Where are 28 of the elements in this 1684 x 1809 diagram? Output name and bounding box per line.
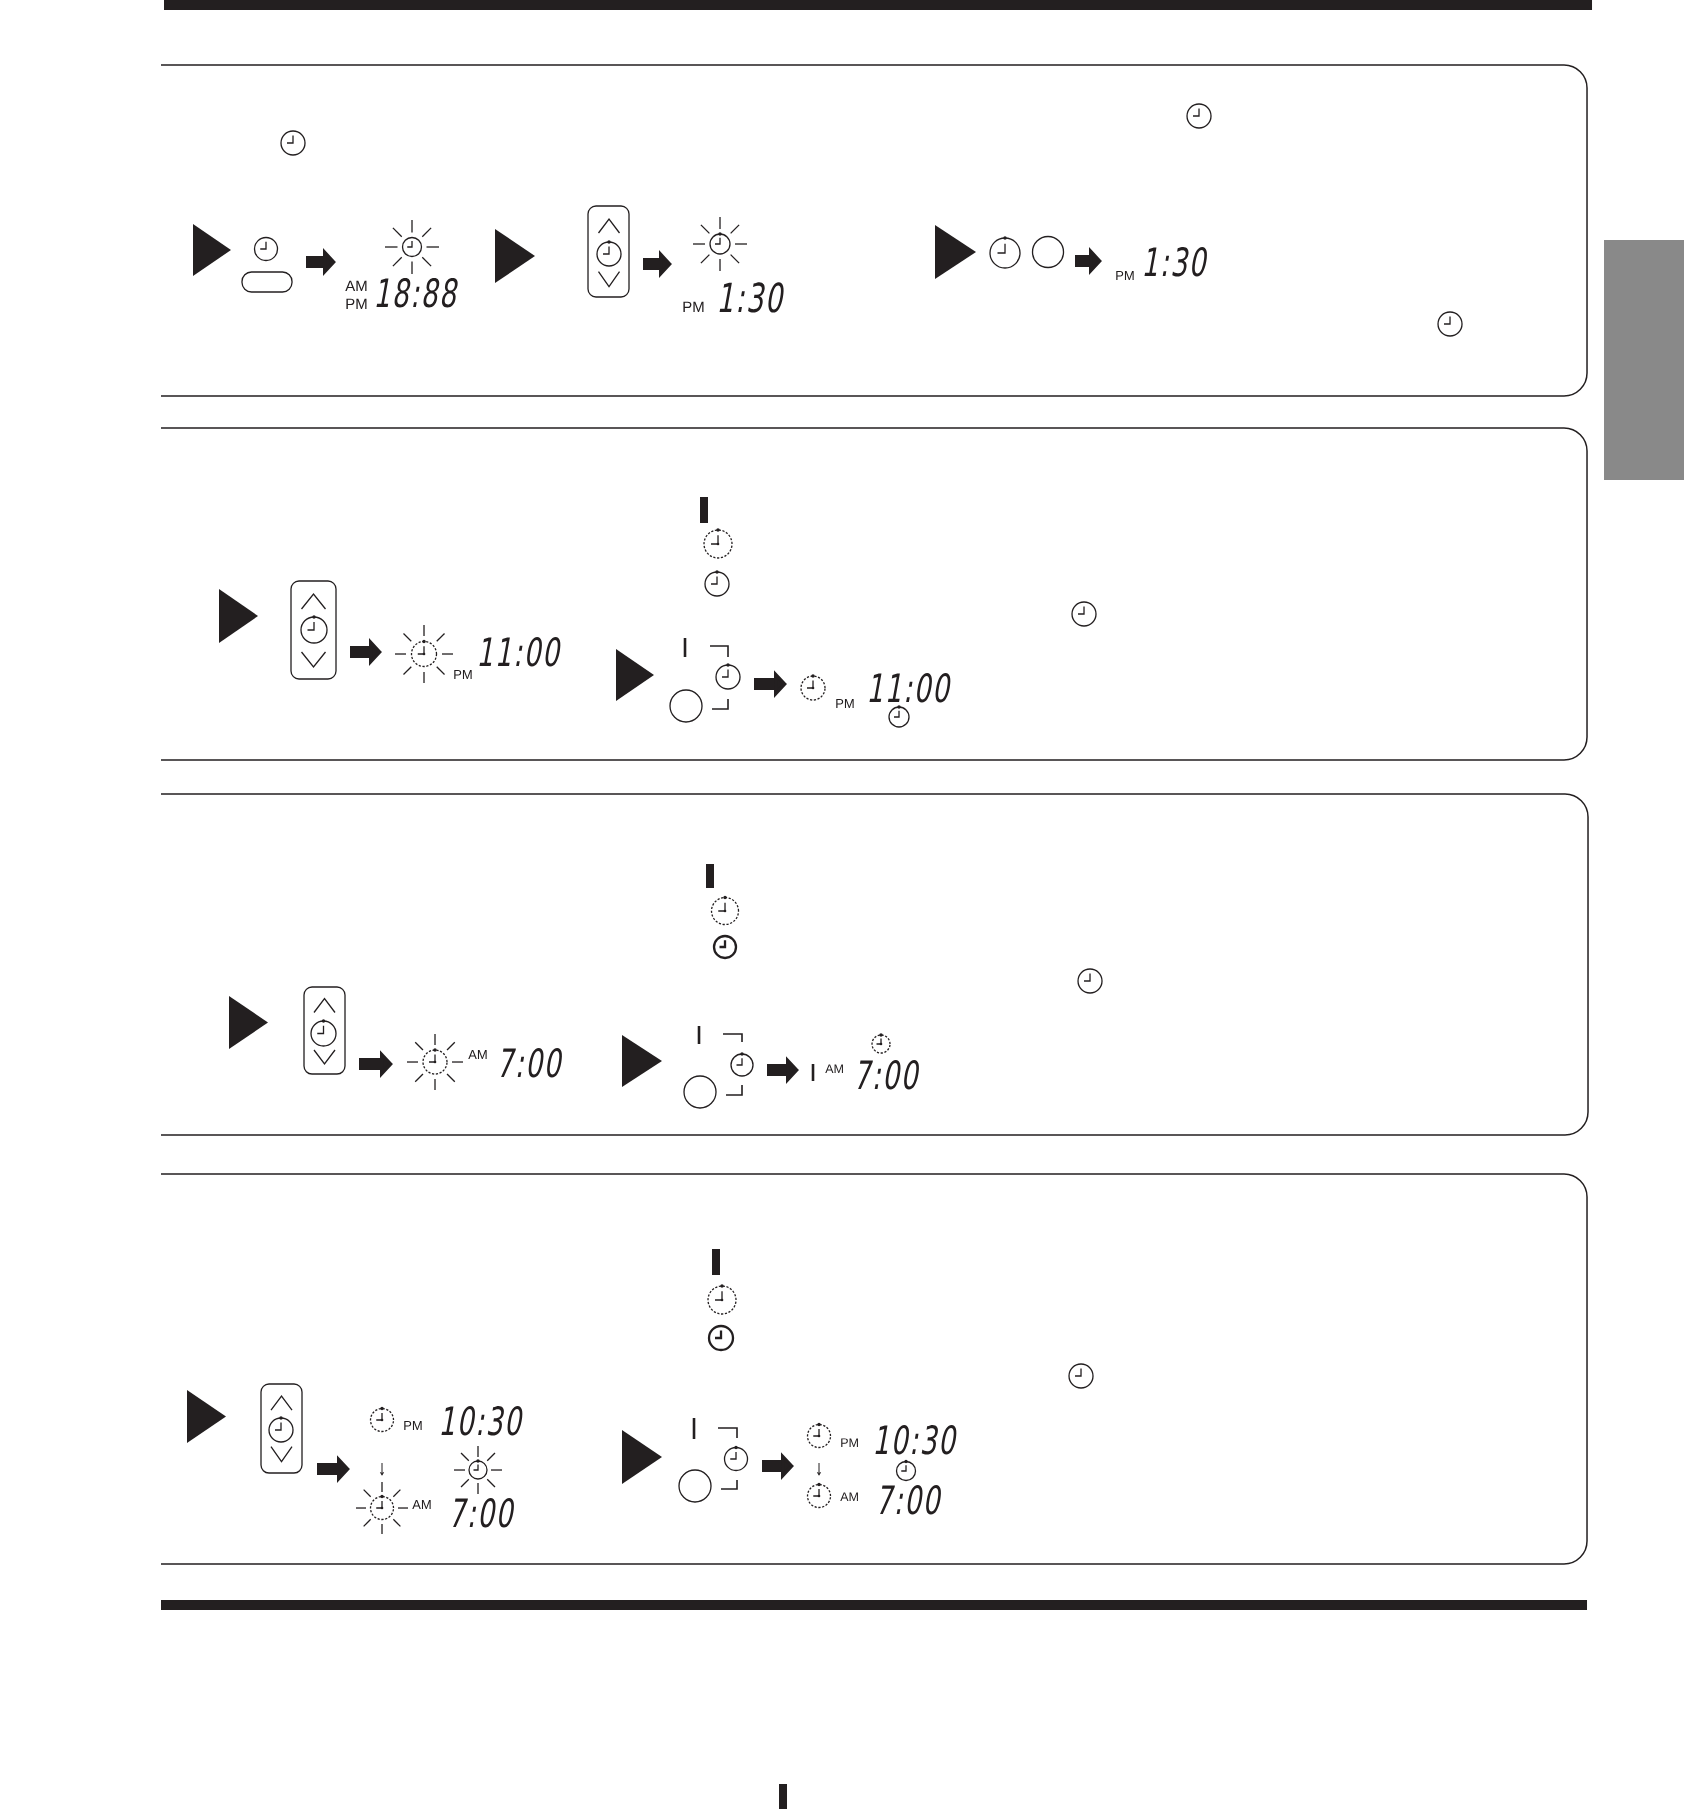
am-pm-indicator: AM [345, 280, 367, 291]
panel-frame [160, 1173, 1588, 1565]
time-readout: 10:30 [441, 1406, 523, 1436]
time-readout: 7:00 [858, 1060, 919, 1090]
side-tab [1604, 240, 1684, 480]
time-readout: 10:30 [875, 1425, 957, 1455]
am-pm-indicator: AM [412, 1500, 431, 1509]
am-pm-indicator: AM [468, 1050, 487, 1059]
am-pm-indicator: PM [836, 699, 854, 708]
time-readout: 7:00 [453, 1498, 514, 1528]
panel-frame [160, 427, 1588, 761]
am-pm-indicator: PM [1116, 271, 1134, 280]
time-readout: 11:00 [479, 637, 561, 667]
panel-frame [160, 64, 1588, 397]
am-pm-indicator: PM [454, 670, 472, 679]
time-readout: 7:00 [880, 1485, 941, 1515]
am-pm-indicator: PM [683, 301, 704, 312]
am-pm-indicator: AM [825, 1064, 843, 1073]
am-pm-indicator: PM [841, 1438, 858, 1447]
time-readout: 11:00 [869, 673, 951, 703]
panel-frame [160, 793, 1589, 1136]
am-pm-indicator: AM [840, 1492, 858, 1501]
am-pm-indicator: PM [404, 1421, 422, 1430]
am-pm-indicator: PM [346, 298, 367, 309]
time-readout: 18:88 [376, 278, 458, 308]
time-readout: 7:00 [501, 1048, 562, 1078]
time-readout: 1:30 [1144, 247, 1207, 277]
time-readout: 1:30 [719, 282, 784, 313]
